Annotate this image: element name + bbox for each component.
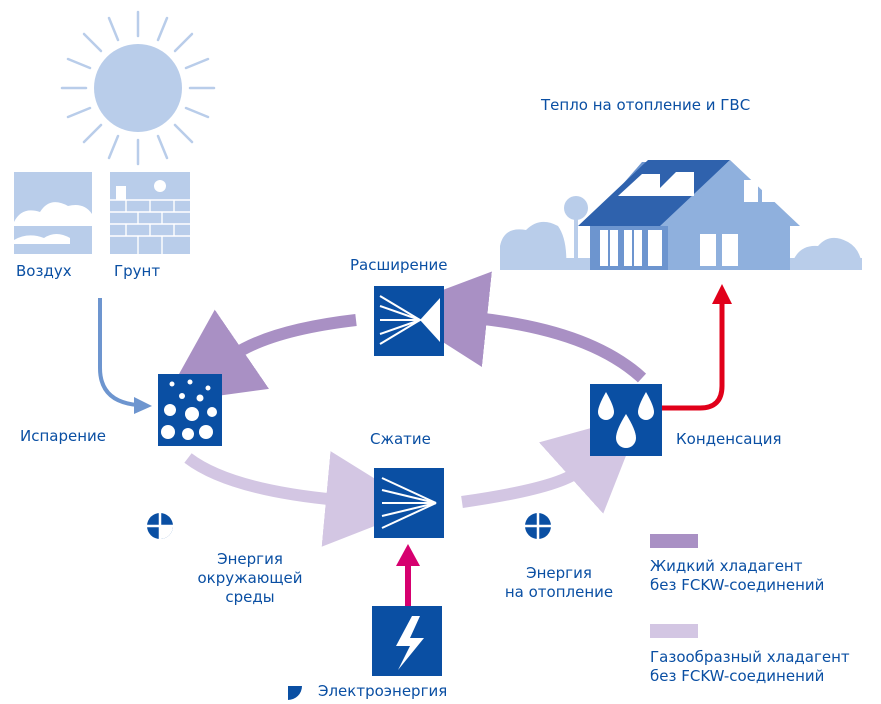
heating-energy-marker-icon xyxy=(525,513,551,539)
legend-liquid-line-2: без FCKW-соединений xyxy=(650,576,825,594)
legend-gas-line-1: Газообразный хладагент xyxy=(650,648,850,666)
electricity-arrow-head xyxy=(396,544,420,566)
heating-energy-line-1: Энергия xyxy=(526,564,592,582)
air-tile-icon xyxy=(14,172,92,254)
environment-energy-line-1: Энергия xyxy=(217,550,283,568)
environment-energy-label: Энергия окружающей среды xyxy=(190,550,310,607)
legend-liquid-swatch xyxy=(650,534,698,548)
heat-output-arrow xyxy=(660,302,725,411)
electricity-label: Электроэнергия xyxy=(318,682,448,700)
legend-gas-line-2: без FCKW-соединений xyxy=(650,667,825,685)
house-scene xyxy=(500,160,862,270)
condenser-icon xyxy=(590,384,662,456)
legend-liquid-line-1: Жидкий хладагент xyxy=(650,557,803,575)
source-flow-arrow xyxy=(98,298,139,407)
electricity-energy-marker-icon xyxy=(288,686,302,700)
condensation-label: Конденсация xyxy=(676,430,782,448)
air-label: Воздух xyxy=(16,262,72,280)
heating-energy-line-2: на отопление xyxy=(504,583,614,601)
electricity-icon xyxy=(372,606,442,676)
compression-label: Сжатие xyxy=(370,430,431,448)
heating-energy-label: Энергия на отопление xyxy=(494,564,624,602)
liquid-flow-arrow-right xyxy=(391,271,647,383)
environment-energy-marker-icon xyxy=(147,513,173,539)
ground-label: Грунт xyxy=(114,262,161,280)
environment-energy-line-3: среды xyxy=(225,588,275,606)
heat-output-label: Тепло на отопление и ГВС xyxy=(541,96,751,114)
legend-liquid-label: Жидкий хладагент без FCKW-соединений xyxy=(650,557,824,595)
liquid-flow-arrow-left xyxy=(162,309,357,404)
gas-flow-arrow-left xyxy=(184,451,422,547)
expansion-valve-icon xyxy=(374,286,444,356)
ground-tile-icon xyxy=(110,172,190,254)
expansion-label: Расширение xyxy=(350,256,448,274)
gas-flow-arrow-right xyxy=(461,413,643,514)
compressor-icon xyxy=(374,468,444,538)
environment-energy-line-2: окружающей xyxy=(197,569,303,587)
sun-icon xyxy=(60,10,216,166)
legend-gas-label: Газообразный хладагент без FCKW-соединен… xyxy=(650,648,850,686)
evaporation-label: Испарение xyxy=(20,427,107,445)
legend-gas-swatch xyxy=(650,624,698,638)
evaporator-icon xyxy=(158,374,222,446)
